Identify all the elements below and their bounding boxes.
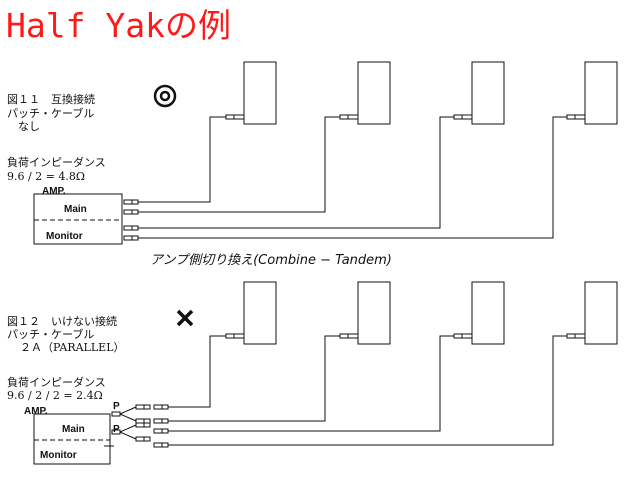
figure1-patch-label: パッチ・ケーブル — [7, 107, 95, 120]
figure2-load-label: 負荷インピーダンス — [7, 376, 106, 389]
figure1-caption: 図１１ 互換接続 — [7, 93, 95, 106]
figure1-load-formula: 9.6 / 2 = 4.8Ω — [7, 170, 86, 183]
figure1-speaker-connectors — [225, 114, 586, 120]
figure2-split-plugs — [135, 404, 151, 442]
figure1-amp-label: AMP. — [42, 186, 66, 197]
figure1-patch-value: なし — [18, 120, 40, 133]
figure2-cable-plugs — [153, 404, 169, 448]
figure1-cables — [138, 116, 567, 239]
figure2-load-formula: 9.6 / 2 / 2 = 2.4Ω — [7, 389, 103, 402]
figure1-handwritten-note: アンプ側切り換え(Combine − Tandem) — [150, 253, 392, 268]
figure1-amp-box — [33, 193, 123, 245]
figure2-speaker-1 — [243, 281, 277, 345]
figure2-speaker-connectors — [225, 333, 586, 339]
figure2-speaker-4 — [584, 281, 618, 345]
figure1-speaker-3 — [471, 61, 505, 125]
figure2-patch-label: パッチ・ケーブル — [7, 328, 95, 341]
figure1-monitor-label: Monitor — [46, 231, 83, 242]
figure1-amp-connectors — [123, 199, 139, 241]
figure2-parallel-splits — [104, 406, 137, 447]
figure2-main-label: Main — [62, 424, 85, 435]
figure2-monitor-label: Monitor — [40, 450, 77, 461]
page-title: Half Yakの例 — [6, 6, 231, 45]
figure1-main-label: Main — [64, 204, 87, 215]
figure1-speaker-4 — [584, 61, 618, 125]
figure2-amp-label: AMP. — [24, 406, 48, 417]
figure2-amp-box — [33, 413, 111, 465]
figure2-amp-connectors — [111, 411, 121, 435]
figure2-patch-value: ２Ａ（PARALLEL） — [20, 341, 125, 354]
figure1-speaker-2 — [357, 61, 391, 125]
figure2-p-label-1: P — [113, 401, 120, 412]
figure2-caption: 図１２ いけない接続 — [7, 315, 117, 328]
double-circle-icon — [153, 84, 177, 108]
cross-mark-icon — [176, 309, 194, 327]
figure2-speaker-3 — [471, 281, 505, 345]
figure1-speaker-1 — [243, 61, 277, 125]
figure2-speaker-2 — [357, 281, 391, 345]
figure2-cables — [168, 335, 567, 446]
figure1-load-label: 負荷インピーダンス — [7, 156, 106, 169]
